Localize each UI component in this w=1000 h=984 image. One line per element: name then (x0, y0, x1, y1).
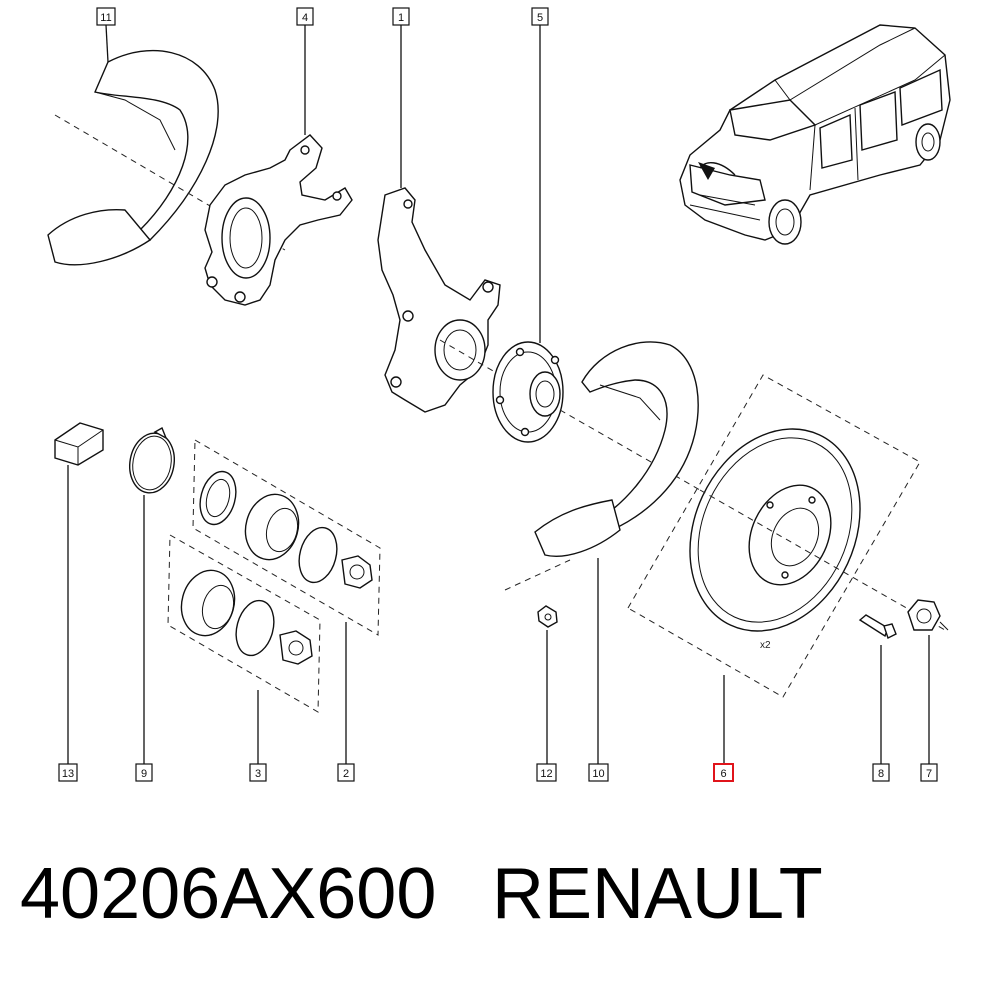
bearing-kit-lower-drawing (167, 534, 321, 713)
hub-nut-drawing (907, 599, 949, 631)
callout-label: 11 (100, 12, 111, 24)
callout-label: 7 (926, 768, 932, 780)
callout-label: 12 (540, 768, 552, 780)
dust-shield-left-drawing (47, 49, 286, 266)
quantity-label: x2 (760, 640, 771, 651)
callout-label: 5 (537, 12, 543, 24)
circlip-drawing (129, 426, 175, 494)
callout-8[interactable]: 8 (872, 763, 890, 782)
part-number: 40206AX600 (20, 854, 437, 934)
dust-shield-right-drawing (534, 341, 699, 557)
grease-block-drawing (54, 422, 104, 466)
callout-label: 8 (878, 768, 884, 780)
bearing-kit-upper-drawing (192, 439, 381, 636)
callout-13[interactable]: 13 (58, 763, 78, 782)
callout-label: 9 (141, 768, 147, 780)
callout-7[interactable]: 7 (920, 763, 938, 782)
callout-5[interactable]: 5 (531, 7, 549, 26)
callout-10[interactable]: 10 (588, 763, 609, 782)
knuckle-center-drawing (377, 187, 561, 413)
callout-4[interactable]: 4 (296, 7, 314, 26)
brand-name: RENAULT (492, 854, 823, 934)
callout-label: 2 (343, 768, 349, 780)
callout-6[interactable]: 6 (713, 763, 734, 782)
callout-label: 4 (302, 12, 308, 24)
brake-disc-drawing: x2 (627, 374, 946, 698)
callout-label: 3 (255, 768, 261, 780)
callout-1[interactable]: 1 (392, 7, 410, 26)
callout-2[interactable]: 2 (337, 763, 355, 782)
caliper-bolt-drawing (858, 614, 897, 639)
callout-12[interactable]: 12 (536, 763, 557, 782)
callout-9[interactable]: 9 (135, 763, 153, 782)
callout-label: 6 (720, 768, 726, 780)
callout-3[interactable]: 3 (249, 763, 267, 782)
callout-label: 13 (62, 768, 74, 780)
leader-lines (67, 24, 930, 764)
callout-label: 10 (592, 768, 604, 780)
wheel-hub-drawing (492, 341, 701, 491)
car-illustration (679, 24, 951, 245)
callout-11[interactable]: 11 (96, 7, 116, 26)
knuckle-left-drawing (204, 134, 353, 306)
small-bolt-drawing (504, 559, 571, 628)
callout-label: 1 (398, 12, 404, 24)
